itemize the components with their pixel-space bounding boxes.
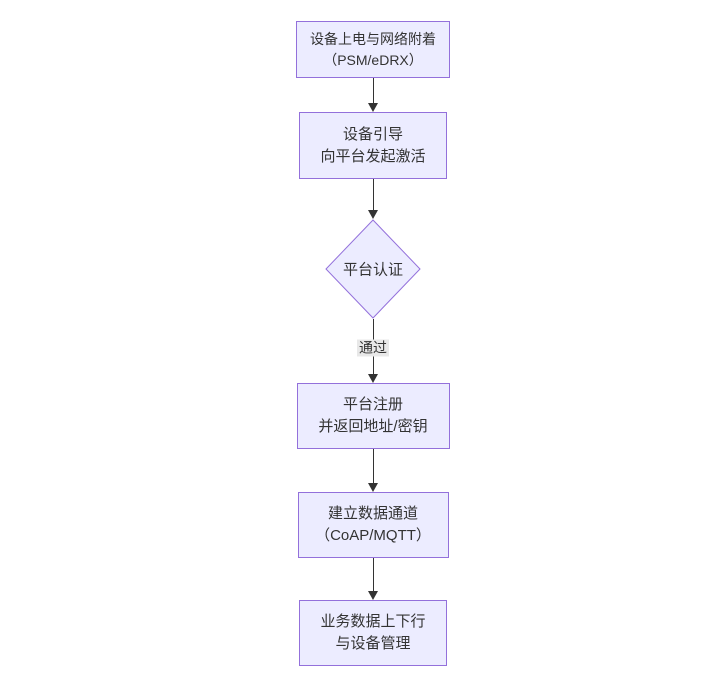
diamond-shape-icon bbox=[325, 219, 421, 319]
node-data-channel: 建立数据通道 （CoAP/MQTT） bbox=[297, 492, 449, 558]
node-label-line: （PSM/eDRX） bbox=[323, 51, 423, 68]
edge-label-pass: 通过 bbox=[357, 339, 389, 357]
arrow-line bbox=[372, 179, 374, 211]
arrow-line bbox=[372, 78, 374, 104]
node-label-line: 业务数据上下行 bbox=[320, 613, 426, 630]
node-label-line: 平台注册 bbox=[342, 396, 403, 413]
node-label-line: 设备上电与网络附着 bbox=[310, 30, 436, 47]
arrowhead-icon bbox=[368, 210, 378, 219]
arrow-down bbox=[368, 449, 378, 492]
node-label-line: 与设备管理 bbox=[335, 635, 411, 652]
node-label-line: 设备引导 bbox=[342, 125, 403, 143]
arrow-line bbox=[372, 558, 374, 592]
node-label-line: （CoAP/MQTT） bbox=[315, 527, 431, 544]
node-power-attach: 设备上电与网络附着 （PSM/eDRX） bbox=[296, 21, 450, 78]
node-bootstrap: 设备引导 向平台发起激活 bbox=[299, 112, 447, 179]
arrowhead-icon bbox=[368, 591, 378, 600]
node-business-data: 业务数据上下行 与设备管理 bbox=[299, 600, 447, 666]
arrow-line bbox=[372, 449, 374, 484]
arrowhead-icon bbox=[368, 483, 378, 492]
node-label: 平台认证 bbox=[342, 261, 404, 279]
flowchart: 设备上电与网络附着 （PSM/eDRX） 设备引导 向平台发起激活 平台认证 通… bbox=[296, 21, 450, 666]
arrowhead-icon bbox=[368, 103, 378, 112]
arrowhead-icon bbox=[368, 374, 378, 383]
arrow-down bbox=[368, 78, 378, 112]
arrow-auth-pass: 通过 bbox=[357, 319, 389, 383]
arrow-down bbox=[368, 179, 378, 219]
node-label-line: 建立数据通道 bbox=[327, 505, 418, 522]
node-register: 平台注册 并返回地址/密钥 bbox=[296, 383, 450, 449]
node-label-line: 并返回地址/密钥 bbox=[318, 418, 428, 435]
arrow-down bbox=[368, 558, 378, 600]
node-platform-auth: 平台认证 bbox=[325, 219, 421, 319]
node-label-line: 向平台发起激活 bbox=[320, 147, 426, 165]
